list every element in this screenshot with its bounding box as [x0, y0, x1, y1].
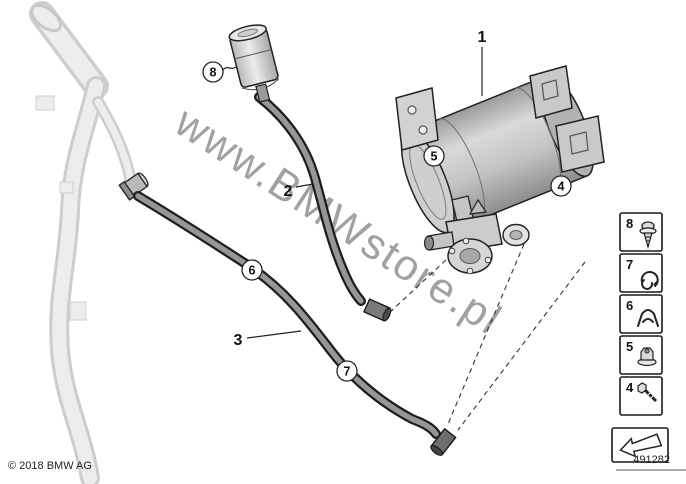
legend-item-8[interactable]: 8: [619, 212, 663, 252]
callout-1[interactable]: 1: [478, 29, 487, 96]
legend-footer[interactable]: [611, 427, 669, 463]
legend-item-6[interactable]: 6: [619, 294, 663, 334]
mounting-bracket-left[interactable]: [395, 87, 439, 151]
legend-item-6-label: 6: [626, 298, 633, 313]
hose-connector-fitting: [118, 172, 149, 201]
mounting-bracket-right[interactable]: [529, 65, 605, 173]
callout-5-label: 5: [431, 150, 438, 164]
callout-4-label: 4: [558, 180, 565, 194]
legend-item-7[interactable]: 7: [619, 253, 663, 293]
callout-8-label: 8: [210, 66, 217, 80]
purge-hose-upper[interactable]: [254, 92, 392, 322]
screw-icon: [639, 221, 657, 250]
hose-elbow-fitting: [363, 298, 392, 322]
callout-7[interactable]: 7: [336, 360, 358, 382]
leak-diagnosis-pump[interactable]: [228, 22, 283, 105]
legend-item-8-label: 8: [626, 216, 633, 231]
ghost-filler-pipe: [29, 1, 137, 484]
copyright-text: © 2018 BMW AG: [8, 460, 92, 472]
dashed-leader-lines: [387, 243, 586, 431]
legend-item-4-label: 4: [626, 380, 634, 395]
holder-clip-icon: [637, 309, 659, 327]
legend-item-7-label: 7: [626, 257, 633, 272]
legend-item-5-label: 5: [626, 339, 633, 354]
callout-3[interactable]: 3: [234, 330, 302, 349]
vent-hose-lower[interactable]: [118, 171, 457, 458]
callout-7-label: 7: [344, 365, 351, 379]
callout-6[interactable]: 6: [241, 259, 263, 281]
callout-1-label: 1: [478, 29, 487, 46]
hose-clamp-icon: [640, 271, 659, 290]
callout-2[interactable]: 2: [284, 183, 314, 200]
callout-2-label: 2: [284, 183, 293, 200]
callout-5[interactable]: 5: [423, 145, 445, 167]
legend-item-4[interactable]: 4: [619, 376, 663, 416]
hose-elbow-fitting: [430, 427, 457, 456]
callout-8[interactable]: 8: [202, 61, 238, 83]
bolt-icon: [637, 382, 658, 403]
valve-flange-assembly[interactable]: [423, 195, 530, 275]
legend-item-5[interactable]: 5: [619, 335, 663, 375]
flange-nut-icon: [637, 347, 657, 367]
callout-6-label: 6: [249, 264, 256, 278]
callout-3-label: 3: [234, 332, 243, 349]
callout-4[interactable]: 4: [550, 175, 572, 197]
direction-arrow-icon: [619, 433, 663, 458]
legend: 8 7 6: [611, 212, 669, 463]
part-number: 491282: [633, 454, 670, 466]
